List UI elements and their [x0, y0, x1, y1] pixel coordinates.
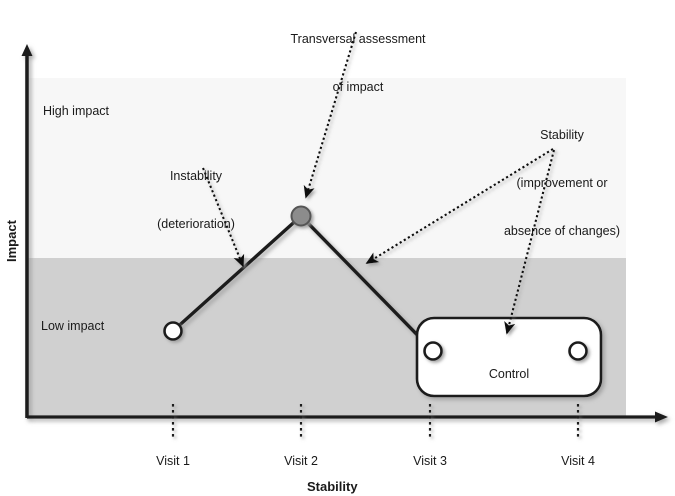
tick-label-visit-4: Visit 4	[561, 454, 595, 468]
tick-marks	[171, 404, 580, 440]
control-box	[415, 316, 603, 398]
y-axis-title: Impact	[4, 220, 19, 262]
tick-label-visit-3: Visit 3	[413, 454, 447, 468]
tick-label-visit-1: Visit 1	[156, 454, 190, 468]
annotation-stability: Stability (improvement or absence of cha…	[472, 95, 652, 271]
annotation-stability-line-1: Stability	[540, 128, 584, 142]
control-box-label: Control	[488, 367, 530, 381]
marker-visit-3	[423, 341, 443, 361]
tick-label-visit-2: Visit 2	[284, 454, 318, 468]
annotation-transversal: Transversal assessment of impact	[258, 0, 458, 127]
leader-instability	[202, 167, 245, 268]
high-impact-zone	[28, 78, 626, 258]
x-axis-title: Stability	[307, 479, 358, 494]
annotation-instability: Instability (deterioration)	[136, 136, 256, 264]
annotation-leaders	[202, 31, 556, 335]
marker-visit-4	[568, 341, 588, 361]
marker-visit-2	[290, 205, 312, 227]
high-impact-label: High impact	[43, 104, 109, 118]
annotation-stability-line-3: absence of changes)	[503, 224, 621, 238]
marker-visit-1	[163, 321, 183, 341]
low-impact-label: Low impact	[41, 319, 105, 333]
y-axis	[21, 44, 33, 418]
data-markers	[163, 205, 588, 361]
annotation-transversal-line-1: Transversal assessment	[290, 32, 426, 46]
annotation-instability-line-2: (deterioration)	[157, 217, 235, 231]
annotation-stability-line-2: (improvement or	[516, 176, 608, 190]
annotation-instability-line-1: Instability	[169, 169, 223, 183]
x-axis	[27, 411, 668, 423]
annotation-transversal-line-2: of impact	[332, 80, 384, 94]
